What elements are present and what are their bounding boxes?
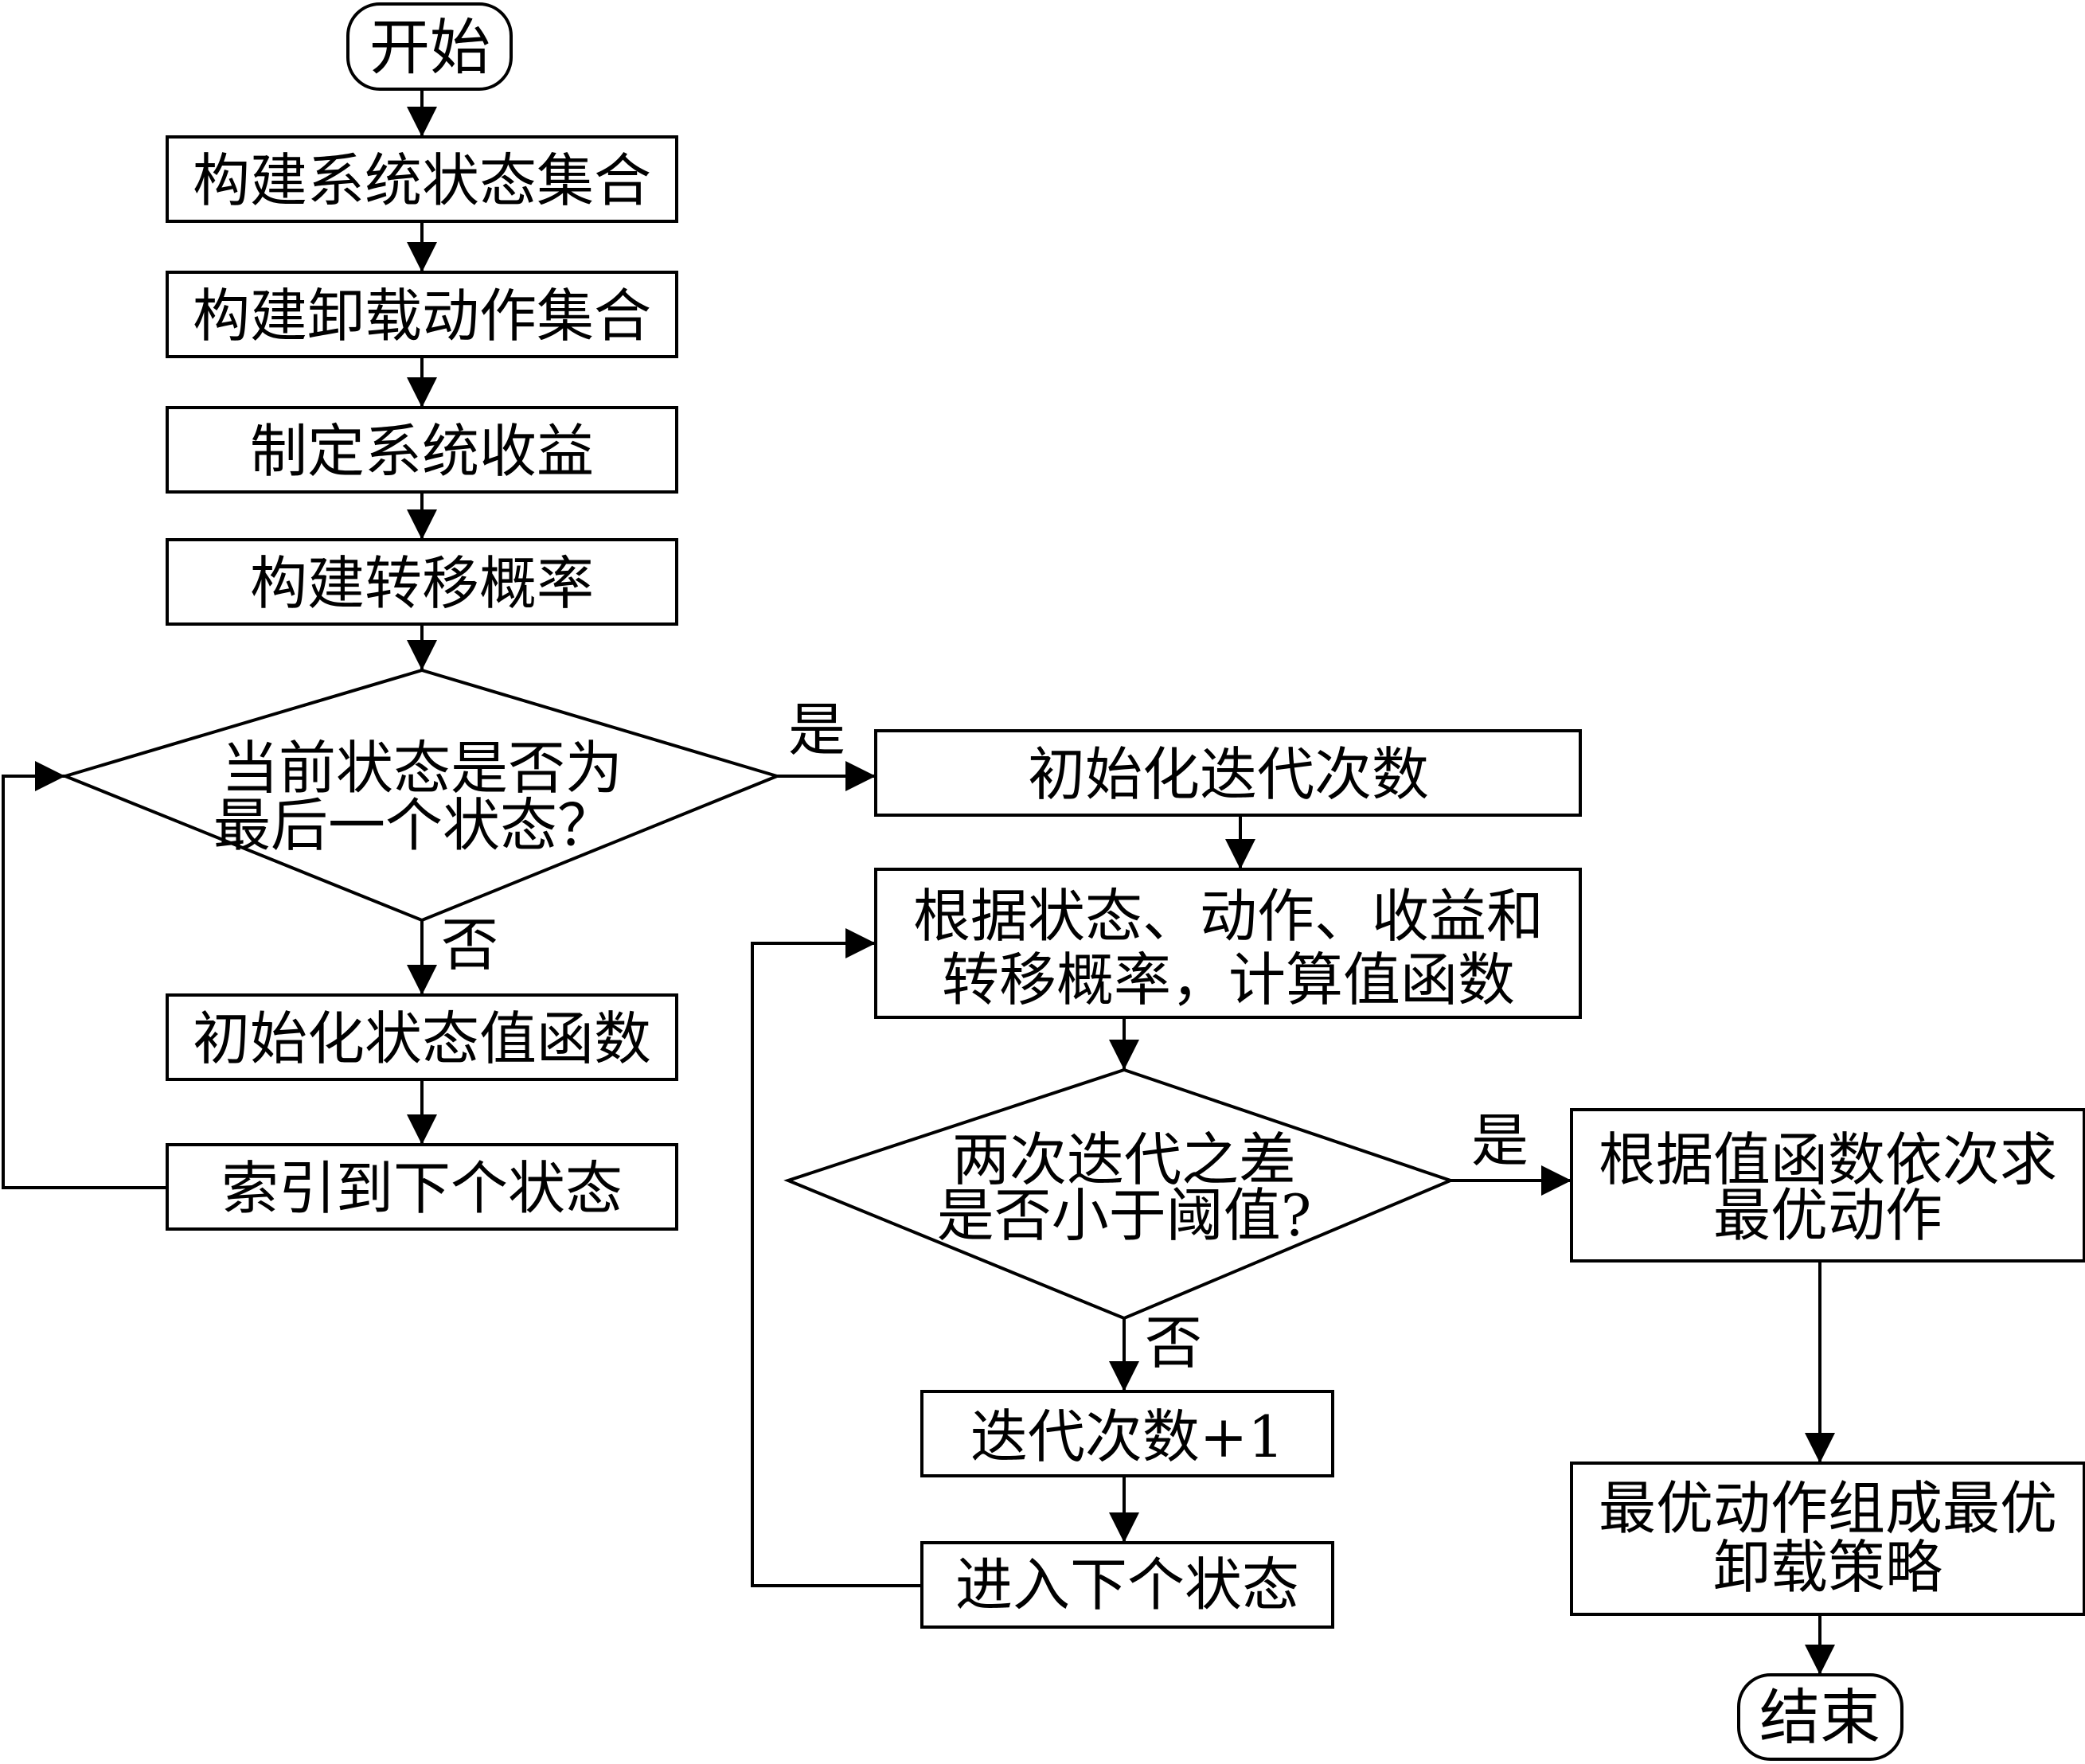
last-state-question-line1: 当前状态是否为 — [221, 735, 623, 802]
init-iteration-label: 初始化迭代次数 — [1028, 741, 1429, 808]
index-next-state-box — [166, 1143, 678, 1231]
edge-index-next-loop-back — [2, 761, 167, 1189]
optimal-strategy-line1: 最优动作组成最优 — [1599, 1475, 2057, 1542]
last-state-decision — [60, 668, 783, 923]
last-state-question-line2: 最后一个状态？ — [213, 792, 615, 859]
iteration-plus-one-label: 迭代次数+1 — [970, 1403, 1284, 1470]
reward-label: 制定系统收益 — [250, 418, 594, 485]
converged-question-line2: 是否小于阈值? — [937, 1182, 1312, 1249]
nodes — [60, 2, 2085, 1761]
state-set-label: 构建系统状态集合 — [193, 147, 651, 214]
optimal-strategy-line2: 卸载策略 — [1713, 1534, 1942, 1601]
index-next-state-label: 索引到下个状态 — [221, 1155, 623, 1222]
enter-next-state-box — [920, 1541, 1334, 1629]
last-state-yes-label: 是 — [788, 697, 845, 763]
last-state-no-label: 否 — [441, 911, 498, 978]
compute-value-line1: 根据状态、动作、收益和 — [913, 883, 1544, 950]
state-set-box — [166, 135, 678, 223]
end-label: 结束 — [1759, 1682, 1880, 1753]
end-terminator — [1737, 1673, 1903, 1761]
optimal-action-box — [1570, 1108, 2085, 1263]
action-set-label: 构建卸载动作集合 — [193, 283, 651, 349]
enter-next-state-label: 进入下个状态 — [955, 1551, 1299, 1618]
compute-value-box — [874, 868, 1582, 1019]
reward-box — [166, 406, 678, 494]
converged-no-label: 否 — [1145, 1309, 1202, 1376]
iteration-plus-one-box — [920, 1390, 1334, 1477]
transition-prob-label: 构建转移概率 — [250, 550, 594, 617]
labels: 开始 构建系统状态集合 构建卸载动作集合 制定系统收益 构建转移概率 当前状态是… — [193, 12, 2057, 1753]
action-set-box — [166, 271, 678, 358]
optimal-strategy-box — [1570, 1462, 2085, 1616]
start-label: 开始 — [369, 12, 490, 83]
compute-value-line2: 转移概率，计算值函数 — [942, 946, 1515, 1013]
edge-enter-next-loop-back — [751, 928, 922, 1587]
init-iteration-box — [874, 729, 1582, 817]
converged-question-line1: 两次迭代之差 — [952, 1126, 1296, 1193]
edges — [2, 89, 1835, 1675]
converged-decision — [783, 1067, 1455, 1321]
optimal-action-line1: 根据值函数依次求 — [1599, 1126, 2057, 1193]
init-state-value-label: 初始化状态值函数 — [193, 1005, 651, 1072]
init-state-value-box — [166, 993, 678, 1081]
start-terminator — [346, 2, 513, 91]
converged-yes-label: 是 — [1471, 1107, 1529, 1174]
optimal-action-line2: 最优动作 — [1713, 1182, 1942, 1249]
transition-prob-box — [166, 538, 678, 626]
